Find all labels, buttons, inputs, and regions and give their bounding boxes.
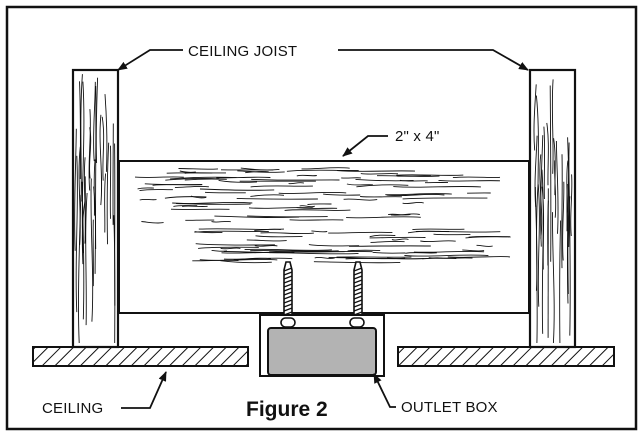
board-2x4	[119, 161, 529, 313]
right-screw	[354, 262, 362, 322]
joist-right-leader	[338, 50, 528, 70]
grain-stroke	[297, 175, 317, 176]
outlet-box-label: OUTLET BOX	[401, 399, 498, 416]
ceiling-leader	[121, 372, 166, 408]
board-size-label: 2" x 4"	[395, 128, 440, 145]
grain-stroke	[434, 234, 471, 235]
outlet-box-left-slot	[281, 318, 295, 327]
grain-stroke	[140, 199, 157, 200]
grain-stroke	[135, 177, 184, 178]
outlet-box-right-slot	[350, 318, 364, 327]
outlet-box-leader	[374, 374, 396, 407]
outlet-box	[260, 315, 384, 376]
ceiling-right-section	[398, 347, 614, 366]
right-ceiling-joist	[530, 70, 575, 347]
left-ceiling-joist	[73, 70, 118, 347]
grain-stroke	[360, 197, 402, 198]
joist-left-leader	[118, 50, 183, 70]
ceiling-joist-label: CEILING JOIST	[188, 43, 297, 60]
outlet-box-body	[268, 328, 376, 375]
figure-caption: Figure 2	[246, 398, 328, 421]
left-screw	[284, 262, 292, 322]
ceiling-label: CEILING	[42, 400, 103, 417]
grain-stroke	[412, 229, 464, 230]
board-leader	[343, 136, 388, 156]
ceiling-left-section	[33, 347, 248, 366]
